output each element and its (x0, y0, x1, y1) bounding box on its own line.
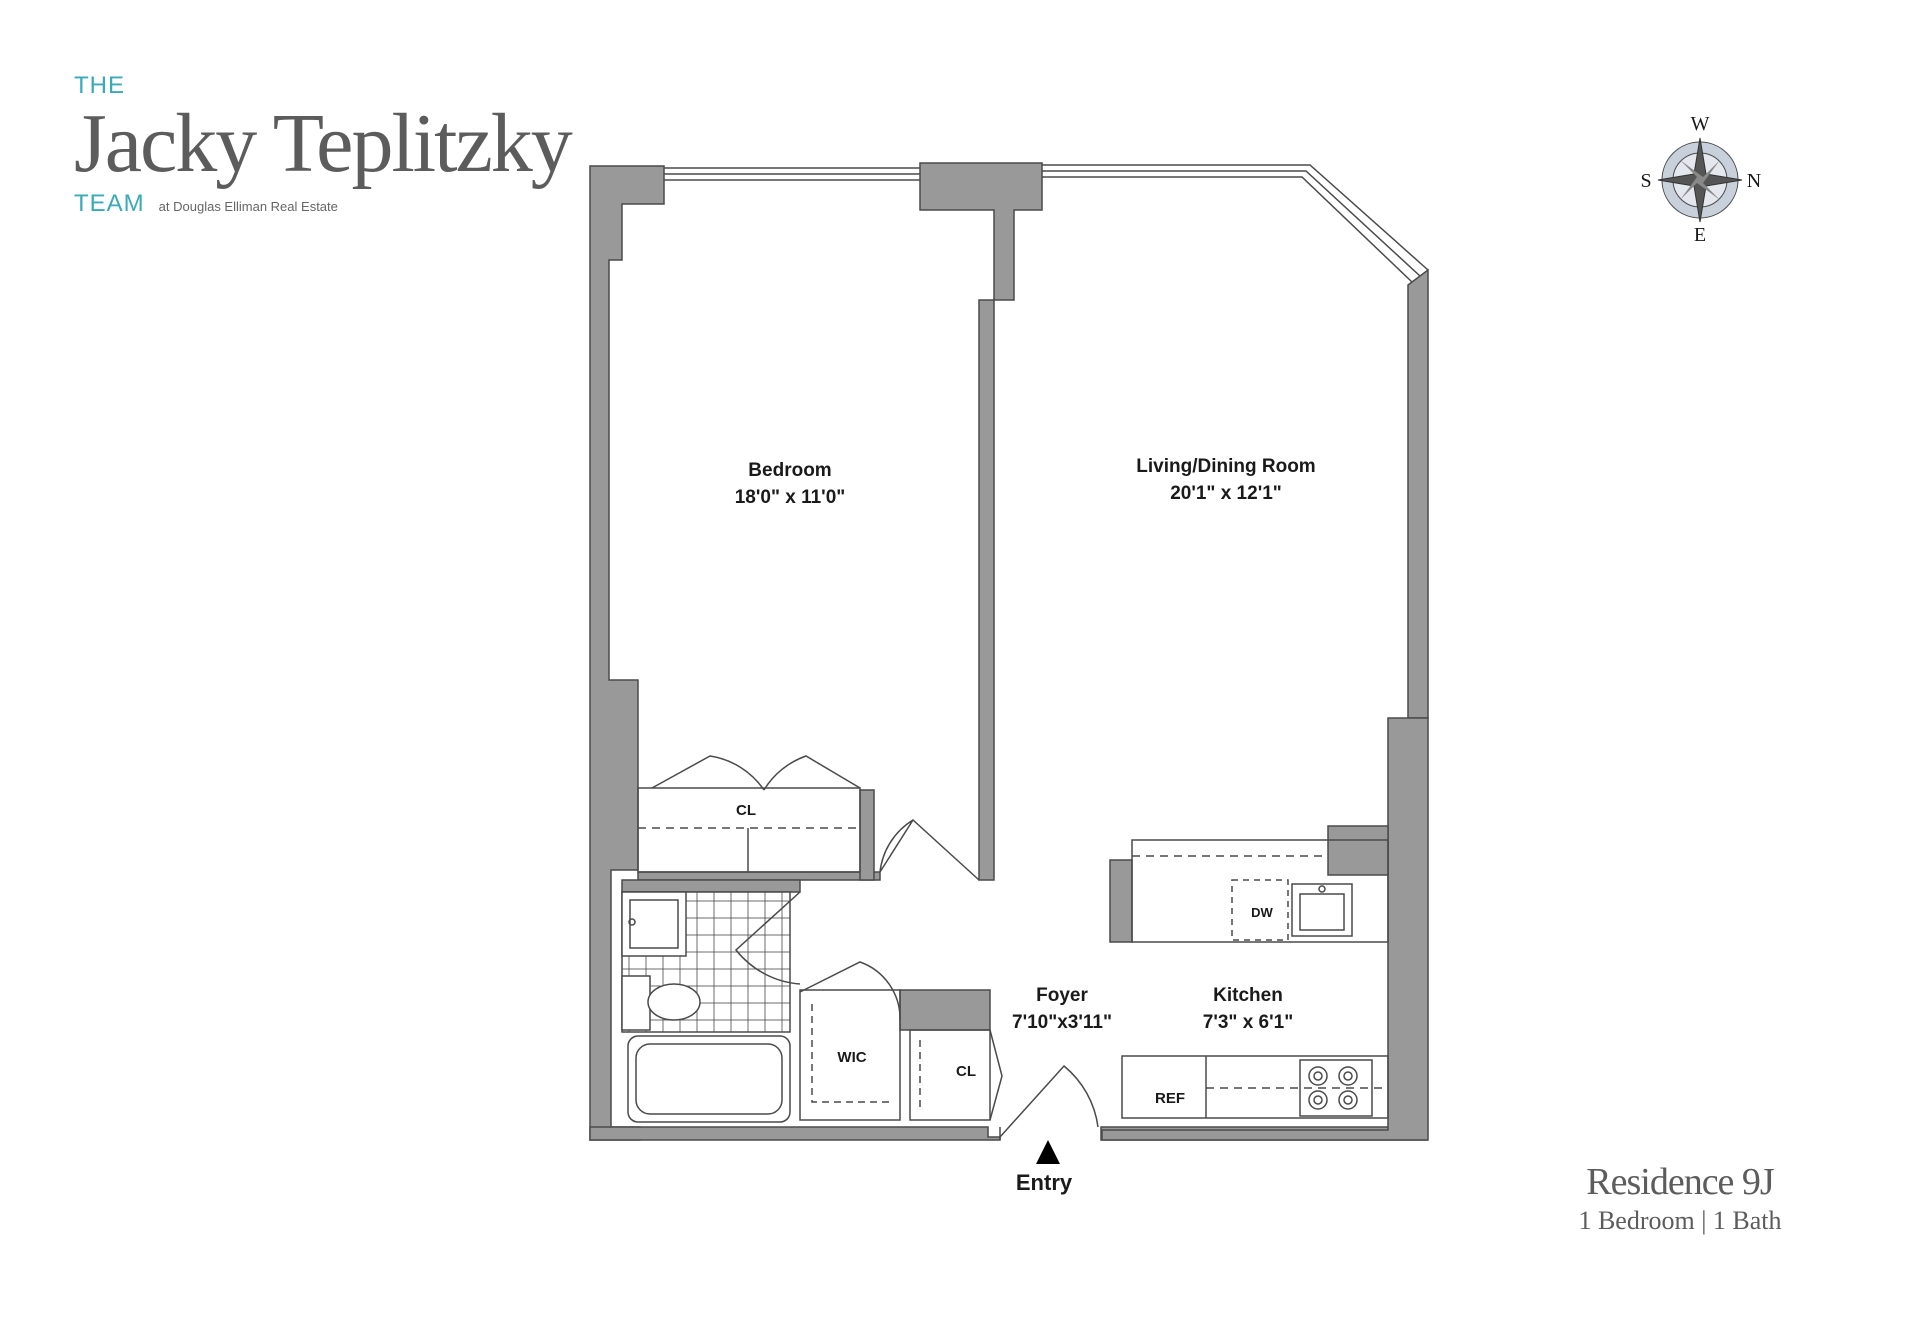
residence-subtitle: 1 Bedroom | 1 Bath (1578, 1206, 1782, 1235)
door-bath (734, 891, 801, 985)
bedroom-dims: 18'0" x 11'0" (735, 487, 846, 508)
entry-arrow-icon (1036, 1140, 1060, 1164)
compass-north: N (1747, 170, 1761, 192)
wall-partition (978, 299, 995, 881)
kitchen-sink (1291, 883, 1353, 937)
brand-team-row: TEAM at Douglas Elliman Real Estate (74, 190, 571, 218)
wall-foyer-closet (899, 989, 991, 1031)
bedroom-closet (637, 787, 861, 873)
bedroom-label: Bedroom (748, 460, 831, 481)
bedroom-closet-label: CL (736, 802, 756, 819)
toilet-bowl (647, 983, 701, 1021)
exterior-walls (589, 162, 1429, 1141)
compass-south: S (1640, 170, 1651, 192)
brand-name: Jacky Teplitzky (74, 97, 573, 190)
brand-logo: THE Jacky Teplitzky TEAM at Douglas Elli… (74, 72, 573, 218)
residence-title: Residence 9J (1586, 1161, 1774, 1203)
kitchen-counter-top (1131, 839, 1389, 943)
wall-pier-center (919, 162, 1043, 301)
kitchen-label: Kitchen (1213, 985, 1283, 1006)
dishwasher-label: DW (1251, 905, 1273, 920)
stove (1299, 1059, 1373, 1117)
kitchen-counter-bottom (1121, 1055, 1389, 1119)
dishwasher (1231, 879, 1289, 941)
living-label: Living/Dining Room (1136, 456, 1315, 477)
foyer-closet (909, 1029, 991, 1121)
compass-east: E (1694, 224, 1706, 246)
door-bedroom-closet-left (651, 755, 765, 791)
wall-kitchen-pier (1327, 825, 1389, 876)
brand-line-the: THE (74, 72, 125, 99)
wall-kitchen-left (1109, 859, 1133, 943)
kitchen-dims: 7'3" x 6'1" (1203, 1012, 1293, 1033)
brand-team: TEAM (74, 190, 145, 217)
compass-west: W (1691, 113, 1710, 135)
wall-bath-top (621, 879, 801, 893)
toilet-tank (621, 975, 651, 1031)
door-bedroom-closet-right (763, 755, 861, 791)
wall-right (1100, 268, 1429, 1141)
entry-label: Entry (1016, 1170, 1073, 1195)
wall-bedroom-closet-base (637, 871, 881, 881)
foyer-label: Foyer (1036, 985, 1088, 1006)
door-foyer-closet (989, 1029, 1003, 1121)
bathtub (627, 1035, 791, 1123)
door-bedroom (879, 818, 980, 881)
brand-firm: at Douglas Elliman Real Estate (158, 199, 338, 214)
residence-info: Residence 9J 1 Bedroom | 1 Bath (1560, 1160, 1800, 1236)
wic-outline (799, 989, 901, 1121)
door-wic (799, 961, 901, 1021)
wall-bedroom-closet-side (859, 789, 875, 881)
living-dims: 20'1" x 12'1" (1170, 483, 1282, 504)
room-outlines (621, 787, 1389, 1140)
foyer-dims: 7'10"x3'11" (1012, 1012, 1112, 1033)
doors (651, 755, 1099, 1138)
wall-right-lower (1101, 717, 1429, 1141)
windows (664, 164, 1429, 283)
refrigerator-label: REF (1155, 1090, 1185, 1107)
room-labels: Bedroom 18'0" x 11'0" Living/Dining Room… (735, 456, 1316, 1195)
compass-icon: W E S N (1640, 113, 1761, 246)
wic-label: WIC (837, 1049, 866, 1066)
vanity (621, 891, 687, 957)
wall-bottom-left (589, 1126, 1001, 1141)
foyer-closet-label: CL (956, 1063, 976, 1080)
door-entry (999, 1064, 1099, 1138)
